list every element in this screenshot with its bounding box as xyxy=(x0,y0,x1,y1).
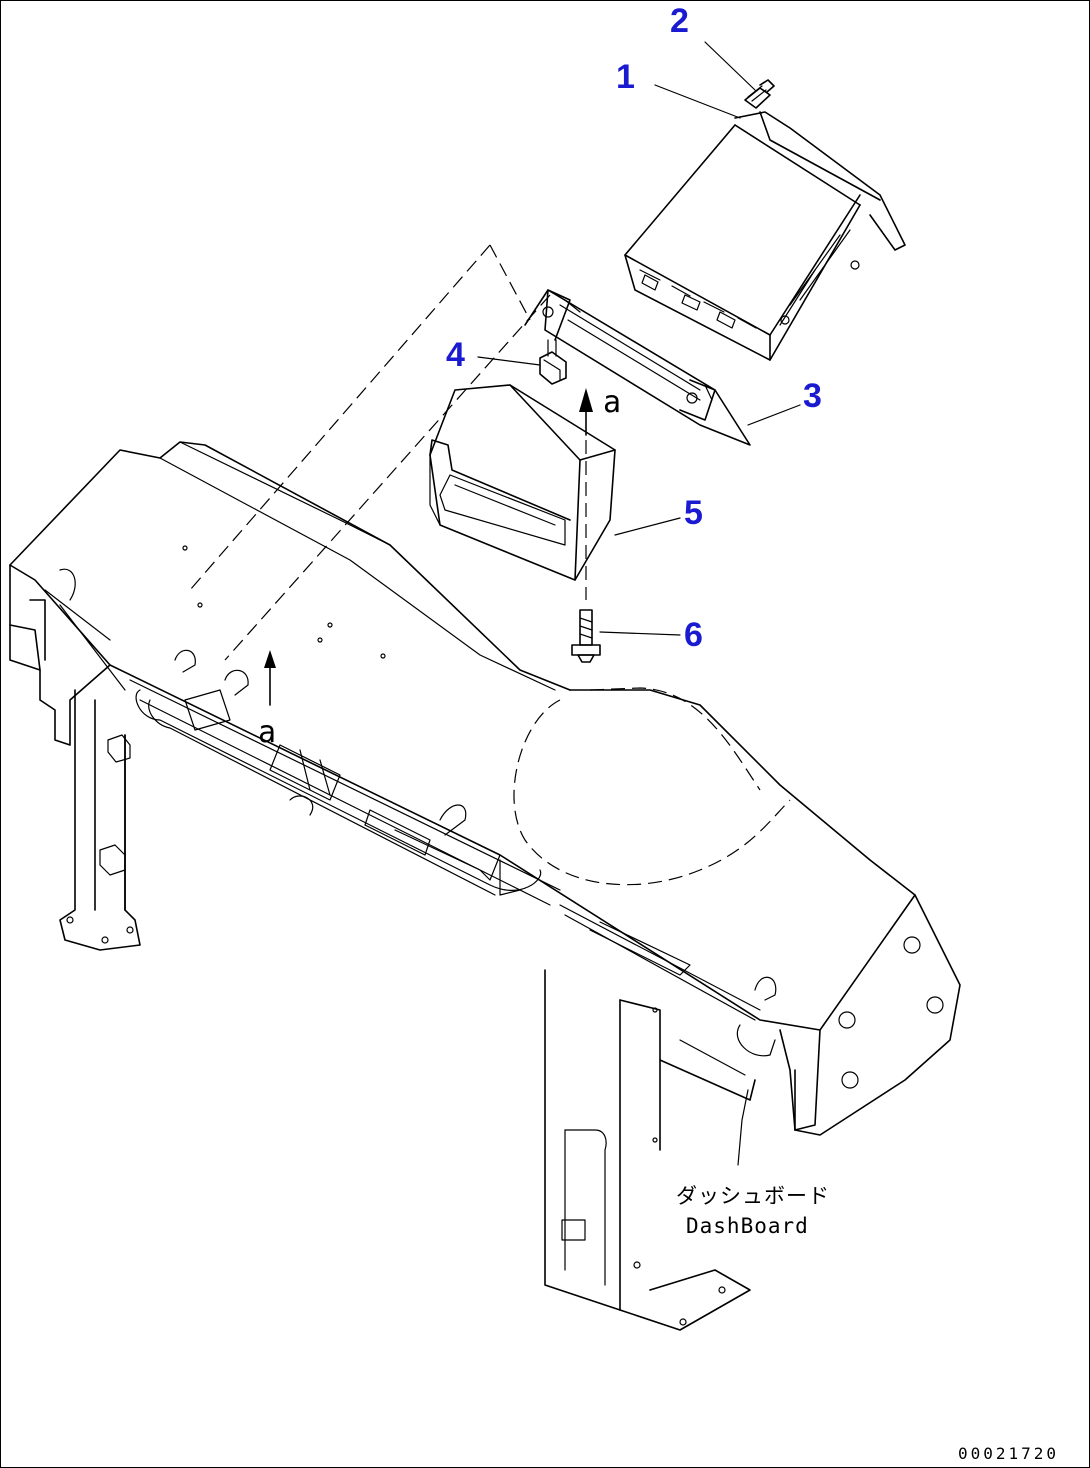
part-1-controller-box xyxy=(624,111,906,361)
dashboard-label-english: DashBoard xyxy=(686,1214,809,1238)
callout-6: 6 xyxy=(684,616,703,654)
marker-a-upper: a xyxy=(603,385,621,420)
drawing-code: 00021720 xyxy=(958,1444,1059,1463)
callout-4: 4 xyxy=(446,336,465,374)
callout-2: 2 xyxy=(670,2,689,40)
part-5-cover xyxy=(429,384,616,581)
callout-3: 3 xyxy=(803,377,822,415)
part-2-screw xyxy=(744,79,775,109)
part-6-bolt xyxy=(571,609,601,663)
arrow-a-lower xyxy=(264,650,276,706)
part-3-bracket xyxy=(524,289,751,446)
callout-5: 5 xyxy=(684,494,703,532)
arrow-a-upper xyxy=(579,388,593,600)
callout-1: 1 xyxy=(616,58,635,96)
marker-a-lower: a xyxy=(258,715,276,750)
leader-lines xyxy=(477,41,801,1166)
dashboard-label-japanese: ダッシュボード xyxy=(676,1184,830,1208)
dashboard-body xyxy=(9,244,961,1331)
part-4-nut xyxy=(539,339,567,385)
